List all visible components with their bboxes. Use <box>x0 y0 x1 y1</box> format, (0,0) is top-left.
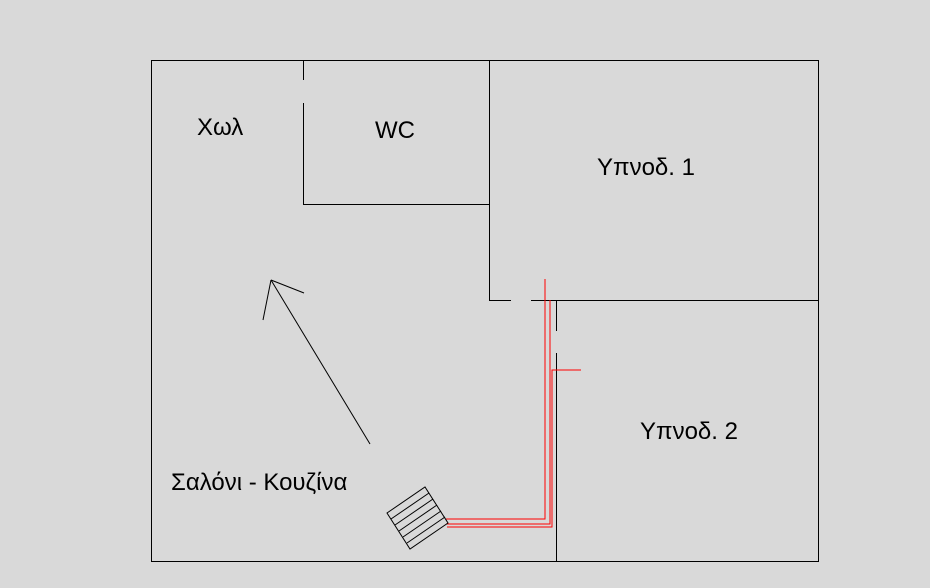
arrow <box>262 279 371 445</box>
pipe-line-inner <box>446 300 551 525</box>
room-label-bedroom1: Υπνοδ. 1 <box>597 154 695 181</box>
pipe-branch <box>447 369 581 528</box>
outer-wall <box>151 60 819 562</box>
pipe-line-outer <box>446 279 546 520</box>
room-label-living-kitchen: Σαλόνι - Κουζίνα <box>171 469 348 496</box>
hatched-box <box>386 486 449 550</box>
room-label-hall: Χωλ <box>197 114 244 141</box>
room-label-bedroom2: Υπνοδ. 2 <box>640 418 738 445</box>
room-label-wc: WC <box>375 117 415 144</box>
